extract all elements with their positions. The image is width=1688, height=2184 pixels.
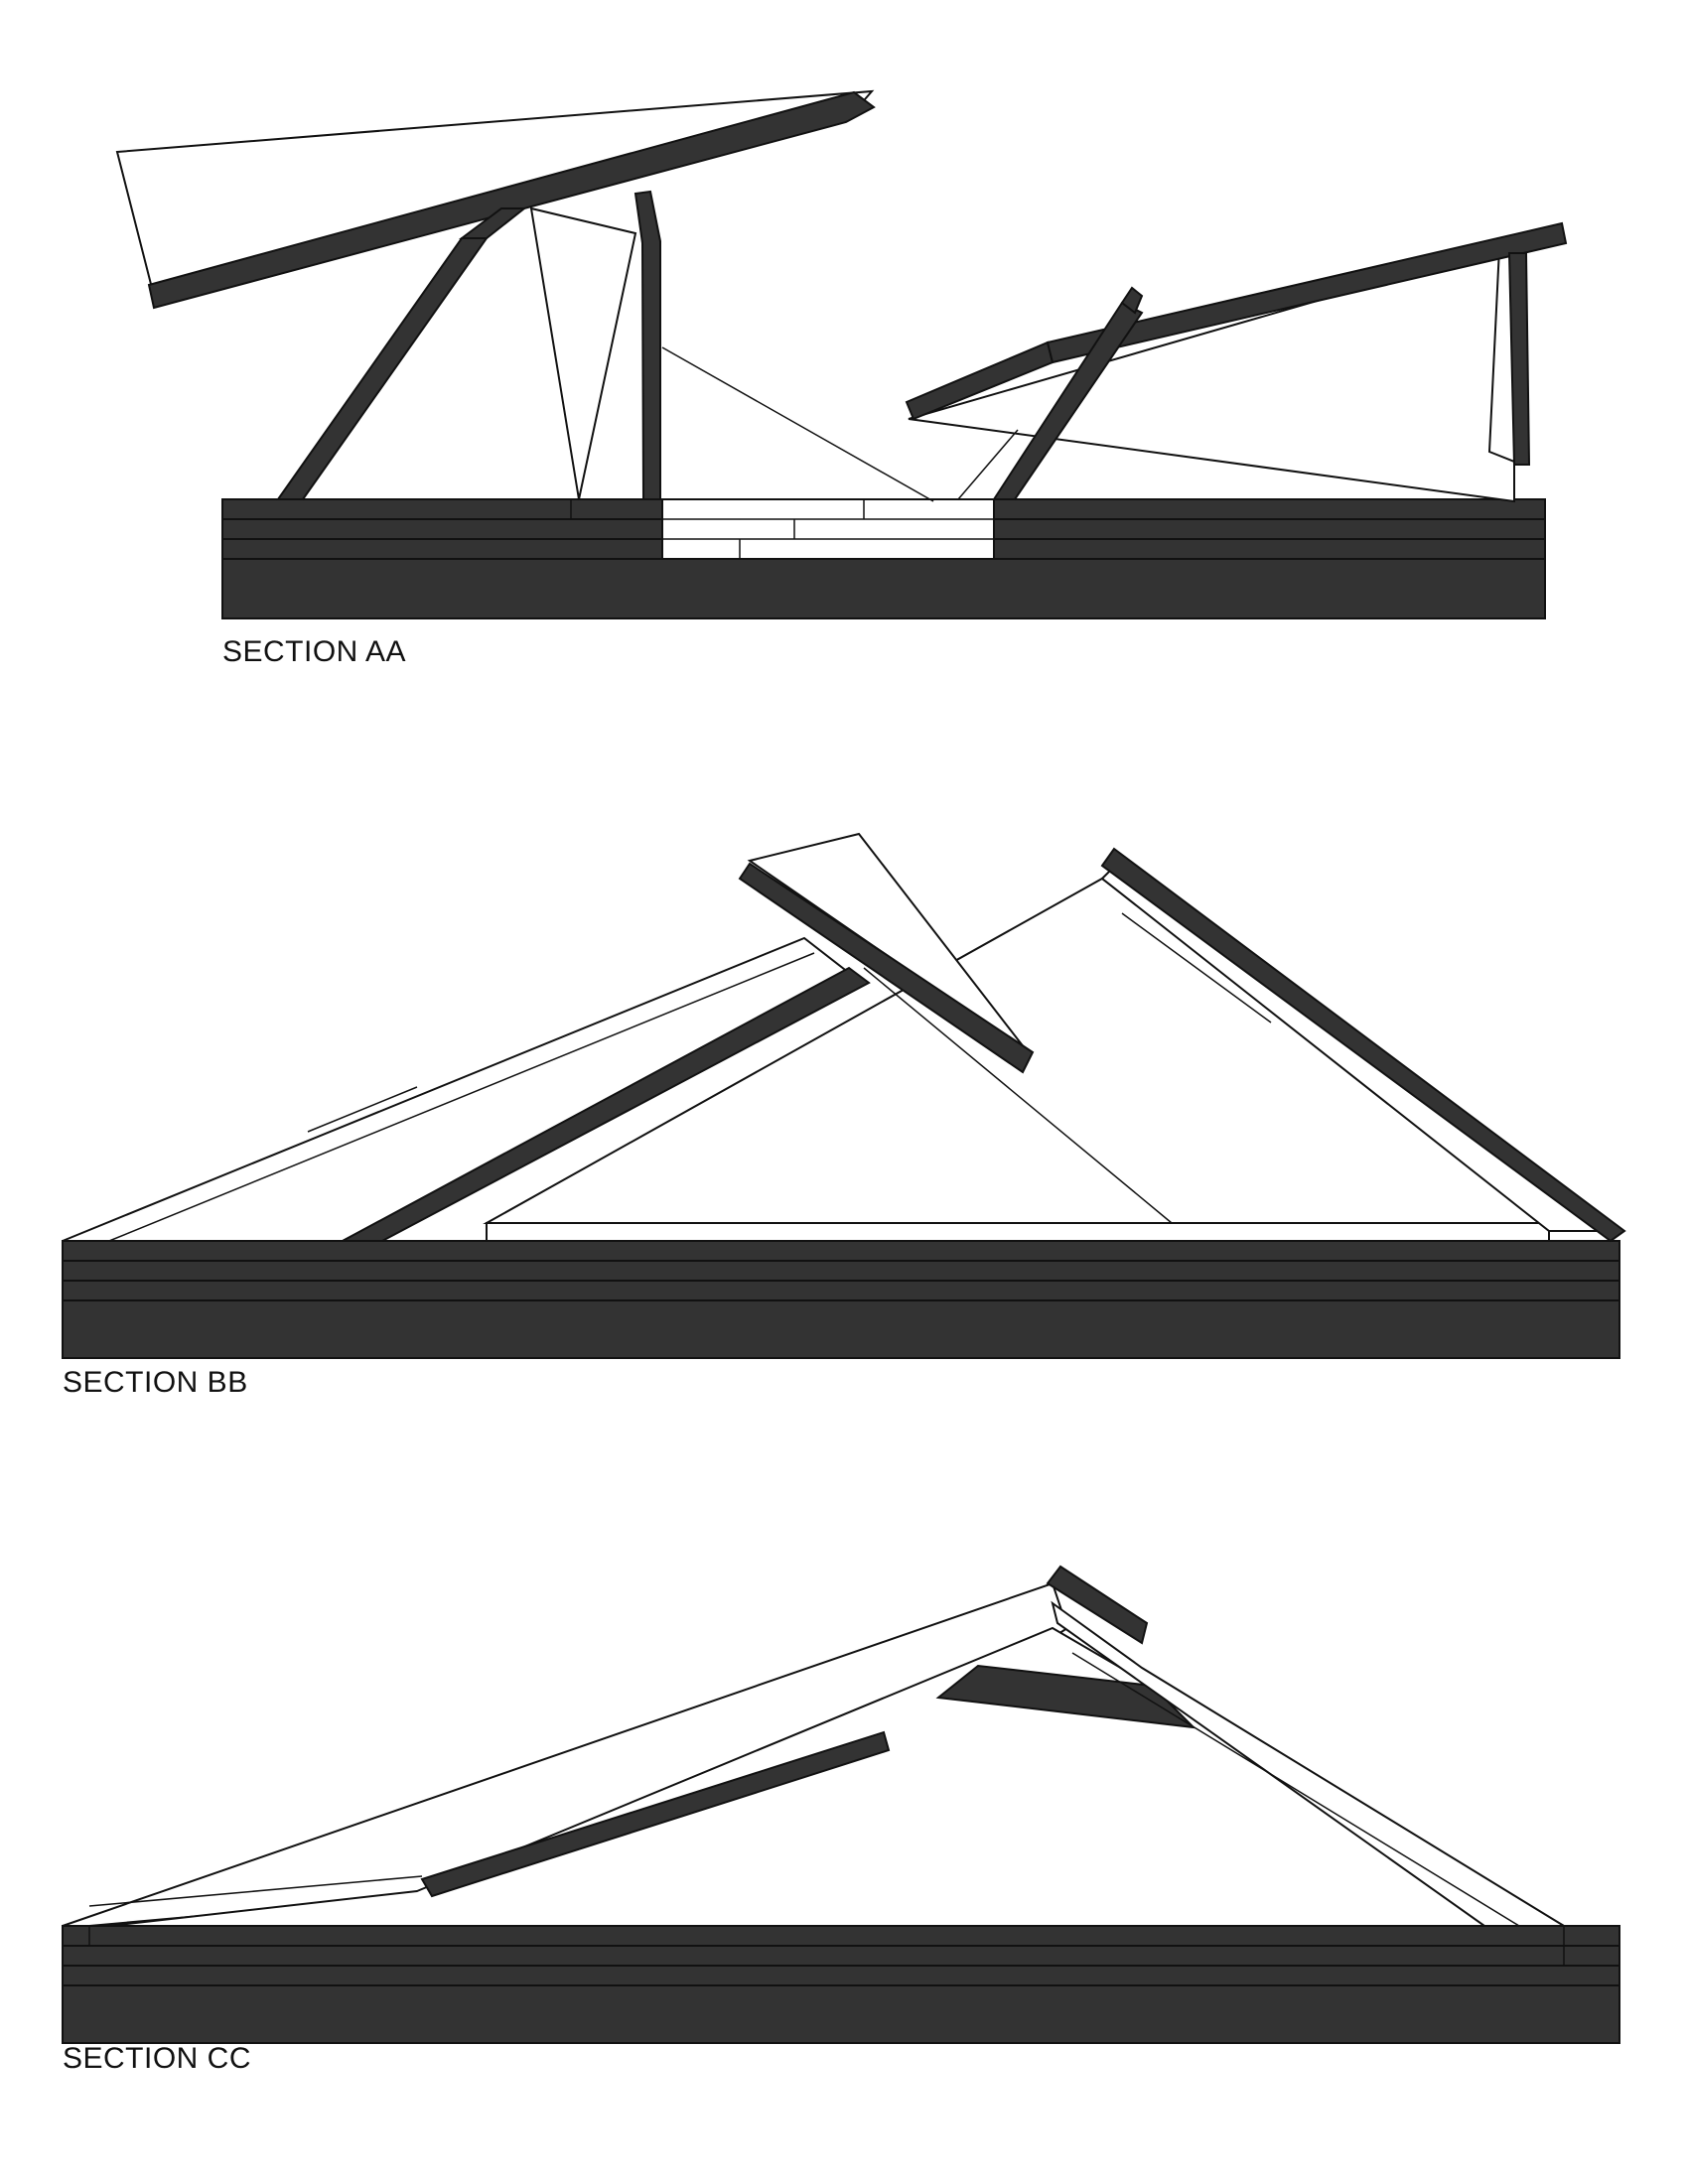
left-roof-beam-bb (342, 966, 871, 1242)
right-canopy-aa (905, 221, 1568, 503)
section-cc-drawing (62, 1565, 1620, 2044)
section-aa-drawing (115, 89, 1568, 619)
left-canopy-aa (115, 89, 876, 310)
right-roof-beam-bb (1100, 847, 1626, 1243)
left-strut-aa (276, 207, 527, 500)
section-aa-label: SECTION AA (222, 635, 407, 668)
section-cc-label: SECTION CC (63, 2042, 252, 2075)
section-bb-drawing (62, 832, 1626, 1359)
left-roof-beam-cc (420, 1730, 891, 1898)
section-bb-label: SECTION BB (63, 1366, 248, 1399)
base-slab-cc (62, 1925, 1620, 2044)
base-slab-aa (221, 498, 1546, 619)
base-slab-bb (62, 1222, 1620, 1359)
vertical-column-aa (633, 190, 661, 500)
right-strut-aa (957, 286, 1144, 500)
right-roof-beam-cc (1046, 1565, 1568, 1927)
upper-folded-plate-bb (738, 832, 1035, 1074)
center-triangle-aa (529, 206, 934, 502)
